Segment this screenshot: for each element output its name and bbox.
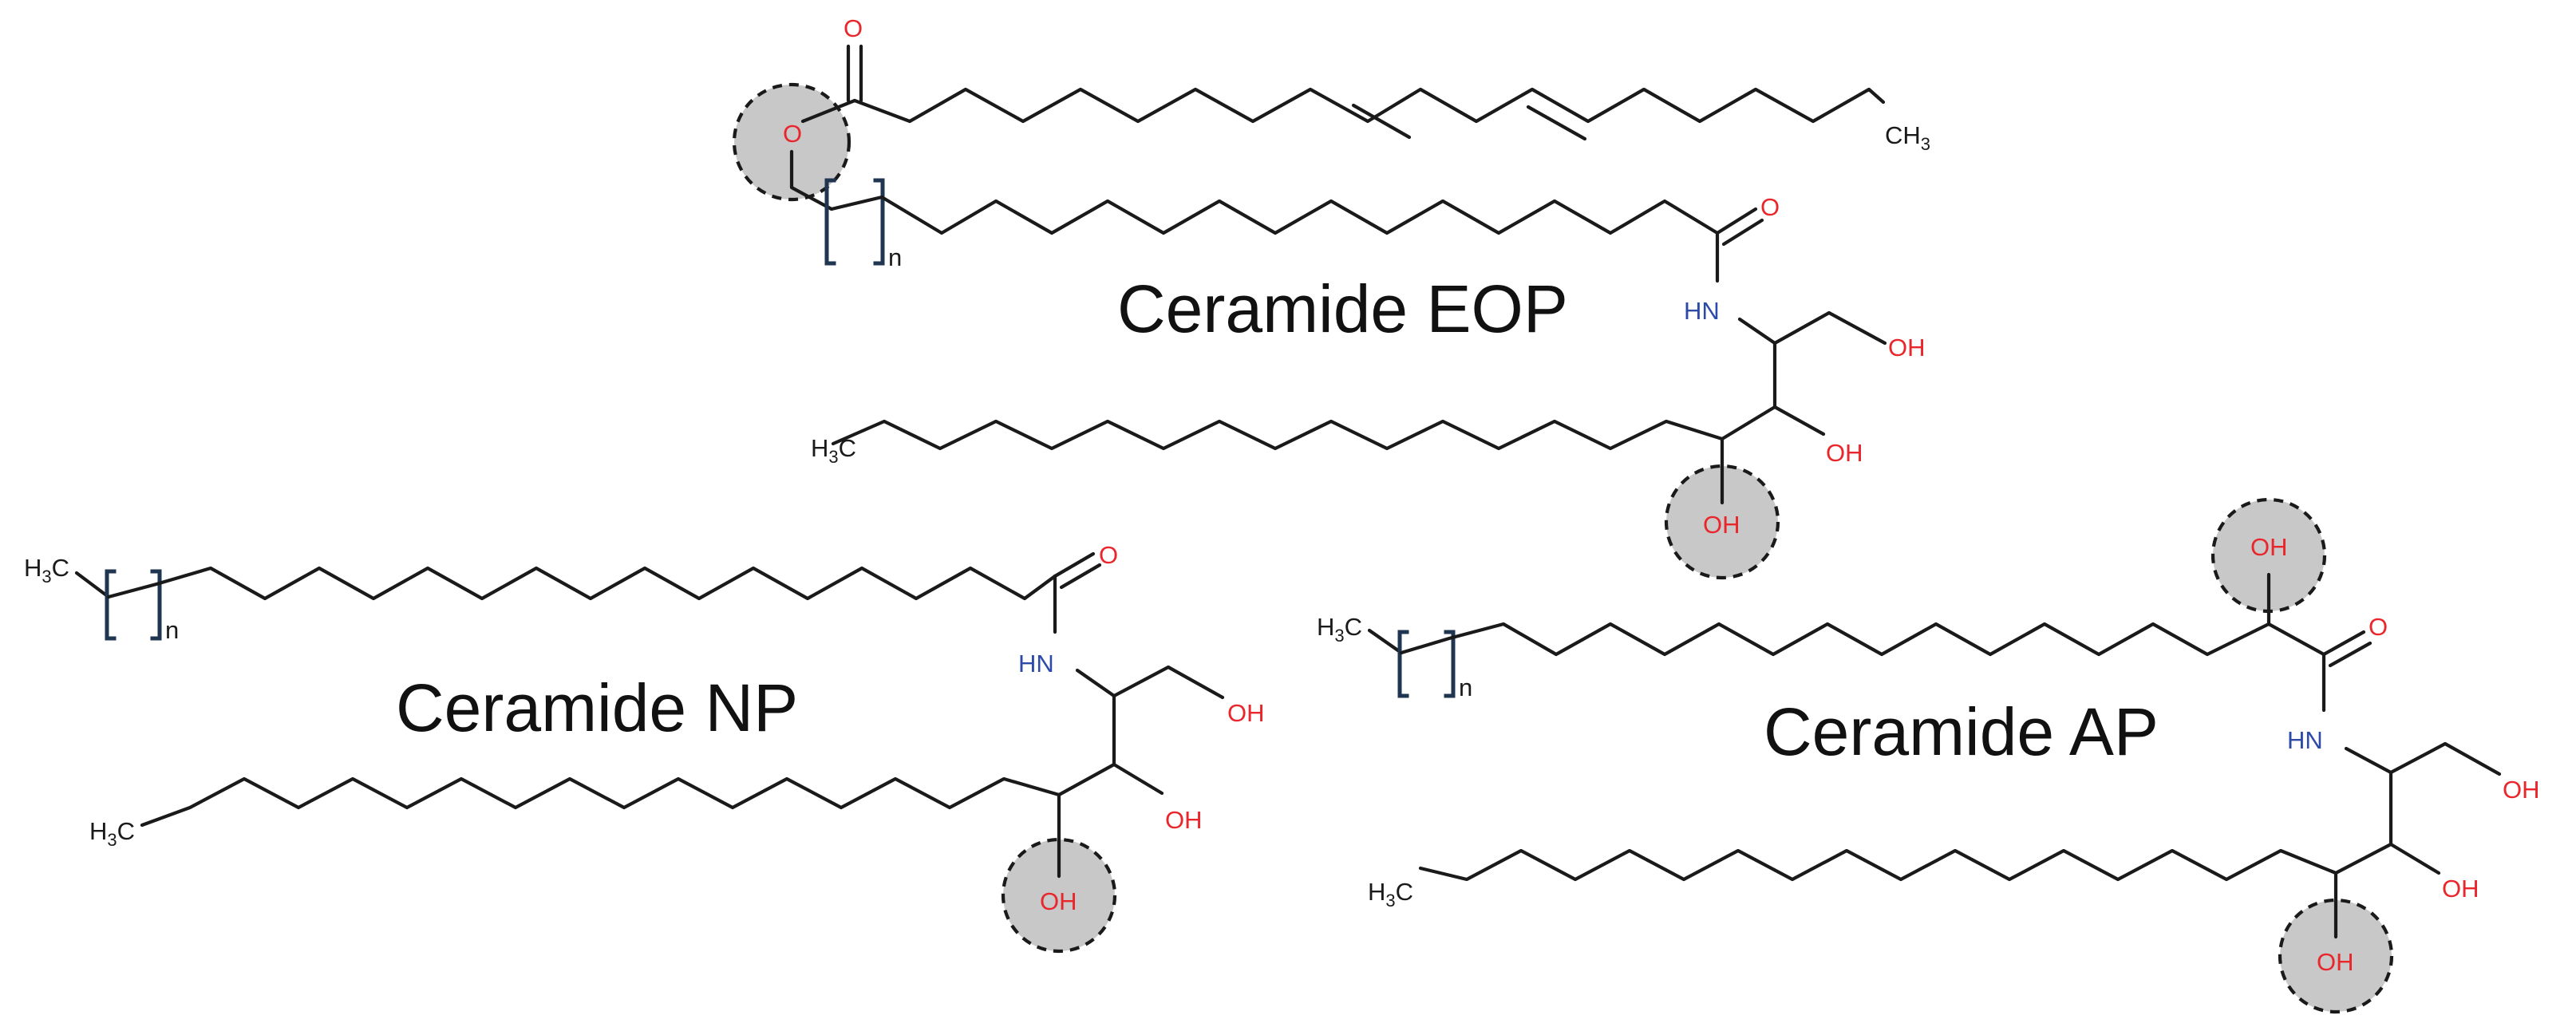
atom-label-h3c-top-np: H3C	[24, 554, 69, 587]
molecule-ceramide-np: H3C n O HN OH OH OH H3C Ceramide NP	[24, 541, 1265, 915]
atom-o-carbonyl-eop: O	[844, 14, 863, 42]
repeat-bracket-left-ap	[1397, 630, 1409, 698]
atom-oh-primary-ap: OH	[2503, 776, 2540, 804]
label-ceramide-ap: Ceramide AP	[1764, 694, 2159, 769]
atom-label-ch3-eop: CH3	[1885, 121, 1930, 154]
atom-hn-np: HN	[1018, 650, 1054, 677]
atom-oh-primary-eop: OH	[1888, 334, 1926, 361]
molecule-ceramide-ap: H3C n OH O HN OH OH OH H3C Ceramide AP	[1317, 533, 2540, 976]
label-ceramide-eop: Ceramide EOP	[1117, 271, 1568, 346]
atom-o-ester-eop: O	[783, 120, 802, 148]
atom-oh-primary-np: OH	[1227, 699, 1265, 727]
hydroxyl-highlight-ap	[2278, 898, 2394, 1014]
repeat-bracket-right-eop	[873, 178, 885, 266]
atom-oh-c4-eop: OH	[1703, 511, 1740, 539]
atom-oh-c3-ap: OH	[2442, 875, 2479, 903]
repeat-bracket-left-eop	[824, 178, 836, 266]
atom-oh-c4-ap: OH	[2317, 948, 2354, 976]
atom-label-h3c-bottom-np: H3C	[89, 817, 135, 850]
atom-hn-ap: HN	[2287, 726, 2323, 754]
atom-hn-eop: HN	[1684, 297, 1720, 325]
repeat-n-np: n	[165, 616, 179, 644]
repeat-bracket-right-np	[150, 569, 162, 641]
repeat-bracket-right-ap	[1444, 630, 1456, 698]
atom-o-amide-ap: O	[2369, 613, 2388, 641]
repeat-bracket-left-np	[105, 569, 117, 641]
atom-label-h3c-eop: H3C	[811, 434, 856, 467]
atom-oh-c4-np: OH	[1040, 887, 1077, 915]
atom-o-amide-eop: O	[1760, 193, 1780, 221]
hydroxyl-highlight-np	[1001, 837, 1117, 954]
hydroxyl-highlight-eop	[1664, 464, 1780, 580]
molecule-ceramide-eop: O O CH3 n O HN OH OH OH H3C Ceramide EOP	[783, 14, 1930, 539]
label-ceramide-np: Ceramide NP	[396, 670, 798, 745]
atom-oh-alpha-ap: OH	[2250, 533, 2288, 561]
atom-label-h3c-top-ap: H3C	[1317, 613, 1362, 646]
atom-oh-c3-np: OH	[1165, 806, 1203, 834]
repeat-n-ap: n	[1459, 674, 1472, 701]
repeat-n-eop: n	[888, 243, 902, 271]
atom-o-amide-np: O	[1099, 541, 1118, 569]
atom-oh-c3-eop: OH	[1826, 439, 1863, 467]
atom-label-h3c-bottom-ap: H3C	[1368, 878, 1413, 911]
